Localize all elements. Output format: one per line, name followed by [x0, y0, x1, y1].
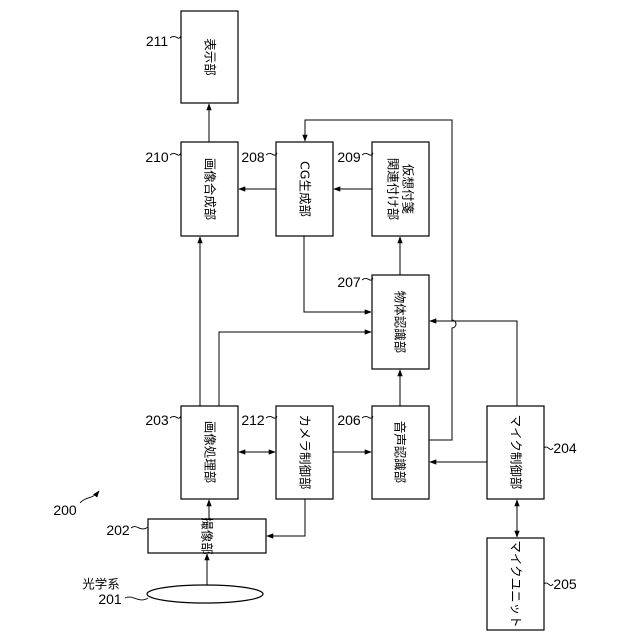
- ref-208: 208: [241, 149, 265, 165]
- ref-203: 203: [145, 412, 169, 428]
- imaging-block: 撮像部: [148, 517, 266, 555]
- virtual-tag-association-label-line1: 仮想付箋: [401, 164, 416, 214]
- optical-system: [147, 585, 263, 603]
- cg-generation-block: CG生成部: [276, 142, 333, 236]
- leader-206: [362, 416, 373, 418]
- optical-system-caption: 光学系: [82, 577, 120, 592]
- leader-203: [170, 416, 181, 418]
- ref-211: 211: [146, 33, 169, 49]
- leader-210: [170, 153, 181, 155]
- ref-201: 201: [98, 591, 122, 607]
- figure-number: 200: [53, 502, 77, 518]
- imaging-label: 撮像部: [200, 517, 215, 555]
- microphone-control-label: マイク制御部: [509, 415, 524, 490]
- microphone-control-block: マイク制御部: [487, 406, 544, 499]
- image-compositing-block: 画像合成部: [181, 142, 238, 236]
- ref-210: 210: [145, 149, 169, 165]
- figure-number-leader: [80, 491, 99, 503]
- lens-ellipse: [147, 585, 263, 603]
- leader-208: [266, 153, 277, 155]
- leader-207: [362, 278, 373, 280]
- virtual-tag-association-block: 仮想付箋 関連付け部: [372, 142, 429, 236]
- leader-212: [266, 416, 277, 418]
- image-processing-label: 画像処理部: [203, 421, 218, 484]
- camera-control-label: カメラ制御部: [298, 414, 313, 489]
- ref-212: 212: [241, 412, 265, 428]
- virtual-tag-association-label-line2: 関連付け部: [386, 158, 401, 221]
- voice-recognition-block: 音声認識部: [372, 406, 429, 499]
- leader-204: [544, 447, 553, 450]
- cg-generation-label: CG生成部: [298, 161, 313, 217]
- arrow-camera-to-imaging: [267, 499, 305, 536]
- image-compositing-label: 画像合成部: [203, 158, 218, 221]
- object-recognition-label: 物体認識部: [393, 291, 408, 354]
- leader-209: [362, 153, 373, 155]
- ref-202: 202: [106, 522, 130, 538]
- microphone-unit-label: マイクユニット: [509, 540, 524, 627]
- microphone-unit-block: マイクユニット: [487, 538, 544, 630]
- leader-201: [125, 597, 148, 600]
- object-recognition-block: 物体認識部: [372, 275, 429, 369]
- display-label: 表示部: [203, 38, 218, 76]
- ref-209: 209: [337, 149, 361, 165]
- voice-recognition-label: 音声認識部: [393, 421, 408, 484]
- ref-206: 206: [337, 412, 361, 428]
- ref-207: 207: [337, 274, 361, 290]
- arrow-mic-control-to-object: [430, 321, 517, 406]
- leader-205: [544, 583, 553, 586]
- display-block: 表示部: [181, 11, 238, 103]
- leader-211: [170, 36, 181, 38]
- leader-202: [131, 527, 148, 529]
- image-processing-block: 画像処理部: [181, 406, 238, 499]
- camera-control-block: カメラ制御部: [276, 406, 333, 499]
- ref-204: 204: [553, 440, 577, 456]
- arrow-processing-to-object: [219, 332, 371, 406]
- ref-205: 205: [553, 576, 577, 592]
